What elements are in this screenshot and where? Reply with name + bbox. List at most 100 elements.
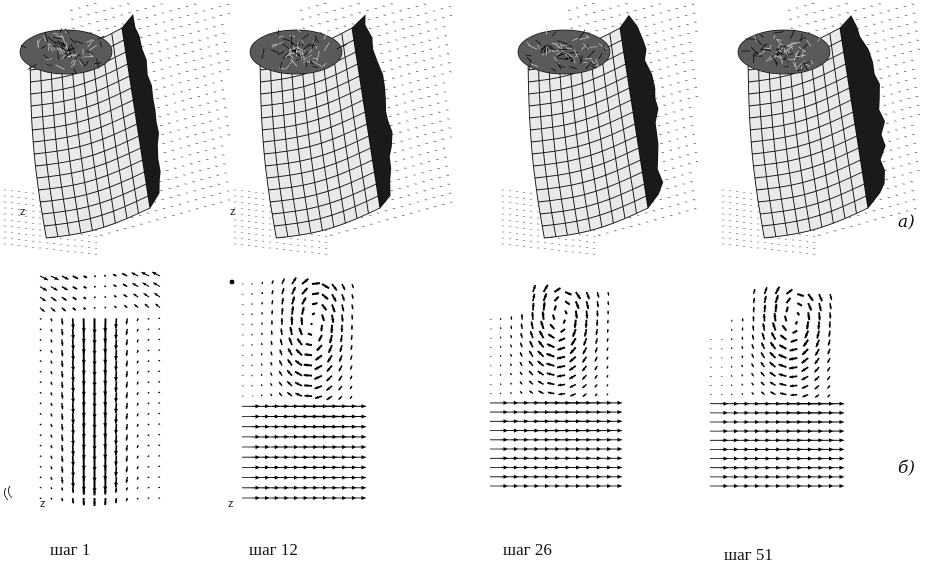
vector-arrow [741,355,744,359]
vector-arrow [71,318,75,330]
mesh-line-vertical [808,43,834,224]
vector-arrow [608,474,622,479]
vector-arrow [112,273,117,277]
vector-arrow [311,292,320,296]
vector-arrow [50,413,53,417]
vector-arrow [158,317,161,320]
mesh-line-horizontal [532,123,636,155]
vector-arrow [778,344,787,350]
vector-arrow [341,304,345,312]
vector-arrow [741,392,744,395]
surface-panel-step-12: z [222,0,452,260]
vector-arrow [807,312,811,321]
mesh-line-vertical [101,38,128,219]
surface-top-cap [249,27,347,75]
vector-arrow [350,344,353,351]
cap-wrinkle [788,45,794,50]
vector-arrow [827,348,831,355]
vector-arrow [752,306,755,313]
vector-arrow [39,317,42,320]
cap-wrinkle [49,46,54,52]
vector-arrow [280,328,283,336]
cap-wrinkle [52,36,62,40]
vector-arrow [785,297,792,304]
cap-wrinkle [87,39,94,48]
vector-arrow [789,375,798,379]
vector-arrow [571,328,577,337]
vector-arrow [547,382,555,386]
vector-arrow [60,349,64,357]
vector-arrow [61,487,64,491]
vector-arrow [286,369,293,377]
cap-wrinkle [564,57,573,60]
vector-arrow [303,384,313,388]
vector-arrow [814,357,820,365]
cap-wrinkle [75,40,83,44]
vector-arrow [71,423,75,435]
vector-arrow [560,328,566,334]
cap-wrinkle [602,44,606,51]
step-label-1: шаг 1 [50,540,91,559]
z-axis-letter: z [40,498,46,510]
vector-arrow [125,360,129,367]
vector-arrow [125,328,129,336]
cap-wrinkle [552,31,557,37]
cap-wrinkle [58,46,64,55]
vector-arrow [519,361,523,367]
vector-arrow [60,339,64,346]
vector-arrow [82,487,86,495]
vector-arrow [158,486,161,489]
vector-arrow [608,484,622,488]
vector-arrow [730,384,733,387]
vector-arrow [769,361,777,368]
vector-arrow [752,325,755,331]
cap-wrinkle [578,29,586,39]
vector-arrow [270,330,273,336]
vector-arrow [260,394,263,397]
vector-arrow [796,293,805,298]
vector-arrow [136,434,139,438]
cap-wrinkle [776,56,783,58]
vector-arrow [594,384,598,388]
vector-arrow [520,323,524,330]
cap-wrinkle [64,52,72,59]
vector-arrow [114,434,118,445]
vector-arrow [569,346,577,355]
vector-arrow [158,381,161,383]
surface-plot-step-1 [4,3,230,255]
vector-arrow [295,348,303,357]
cap-wrinkle [294,44,298,53]
vector-arrow [136,370,139,375]
vector-arrow [352,455,366,460]
vector-arrow [136,487,139,490]
vector-arrow [801,384,809,390]
vector-arrow [553,287,562,293]
cap-wrinkle [58,45,67,52]
row-label-a: а) [898,212,915,232]
cap-wrinkle [548,49,555,52]
vector-arrow [807,302,813,311]
vector-arrow [594,393,598,397]
vector-arrow [291,306,295,315]
vector-field [710,286,844,488]
vector-arrow [125,455,129,462]
vector-arrow [773,313,777,322]
vector-arrow [339,334,343,343]
mesh-line-horizontal [46,207,151,239]
vector-arrow [830,484,844,488]
vector-arrow [785,288,794,295]
mesh-line-horizontal [530,99,632,131]
cap-wrinkle [36,38,41,47]
vector-arrow [509,372,512,376]
cap-wrinkle [278,35,284,38]
vector-arrow [816,330,820,339]
mesh-line-vertical [259,57,277,239]
cap-wrinkle [577,54,584,63]
vector-arrow [125,402,129,410]
cap-wrinkle [776,38,784,47]
cap-wrinkle [786,48,790,55]
cap-wrinkle [296,41,299,53]
cap-wrinkle [753,51,758,55]
vector-arrow [114,349,118,361]
vector-arrow [730,365,733,368]
